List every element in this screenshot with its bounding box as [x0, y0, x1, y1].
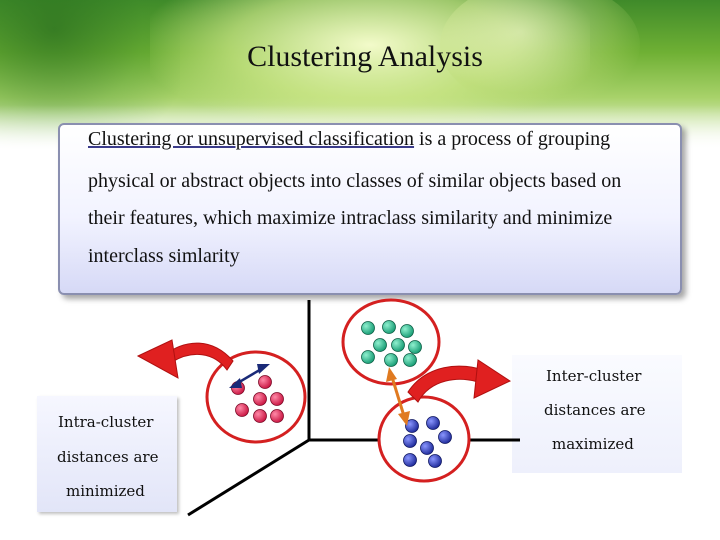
inter-label-line-2: distances are [544, 401, 646, 419]
slide-title: Clustering Analysis [247, 40, 483, 73]
intra-label-line-3: minimized [66, 482, 145, 500]
teal-point [361, 321, 375, 335]
definition-line-1: Clustering or unsupervised classificatio… [88, 128, 610, 151]
pink-point [258, 375, 272, 389]
teal-points [361, 320, 422, 367]
teal-point [400, 324, 414, 338]
definition-term: Clustering or unsupervised classificatio… [88, 128, 415, 150]
inter-label-line-3: maximized [552, 435, 634, 453]
blue-point [426, 416, 440, 430]
inter-label-line-1: Inter-cluster [546, 367, 642, 385]
curved-arrow-right [407, 359, 512, 403]
blue-point [438, 430, 452, 444]
teal-point [382, 320, 396, 334]
blue-points [403, 416, 452, 468]
pink-point [270, 392, 284, 406]
globe-decoration [440, 0, 640, 110]
intra-label-line-2: distances are [57, 448, 159, 466]
pink-point [270, 409, 284, 423]
definition-box [58, 123, 682, 295]
inter-cluster-distance-arrow [386, 367, 410, 426]
teal-point [361, 350, 375, 364]
teal-point [403, 353, 417, 367]
definition-line-4: interclass simlarity [88, 245, 240, 267]
blue-point [403, 453, 417, 467]
blue-point [428, 454, 442, 468]
blue-cluster-ring [377, 395, 471, 483]
pink-point [235, 403, 249, 417]
teal-point [384, 353, 398, 367]
teal-point [391, 338, 405, 352]
blue-point [403, 434, 417, 448]
definition-line-3: their features, which maximize intraclas… [88, 207, 613, 229]
teal-point [373, 338, 387, 352]
pink-point [253, 409, 267, 423]
curved-arrow-left [136, 339, 234, 379]
blue-point [420, 441, 434, 455]
diagonal-axis [187, 438, 310, 517]
intra-cluster-distance-arrow [229, 364, 270, 388]
intra-label-line-1: Intra-cluster [58, 413, 154, 431]
teal-point [408, 340, 422, 354]
blue-point [405, 419, 419, 433]
pink-point [253, 392, 267, 406]
definition-line-1-rest: is a process of grouping [414, 128, 611, 150]
intra-cluster-box [37, 396, 177, 512]
inter-cluster-box [512, 355, 682, 473]
definition-line-2: physical or abstract objects into classe… [88, 170, 622, 192]
